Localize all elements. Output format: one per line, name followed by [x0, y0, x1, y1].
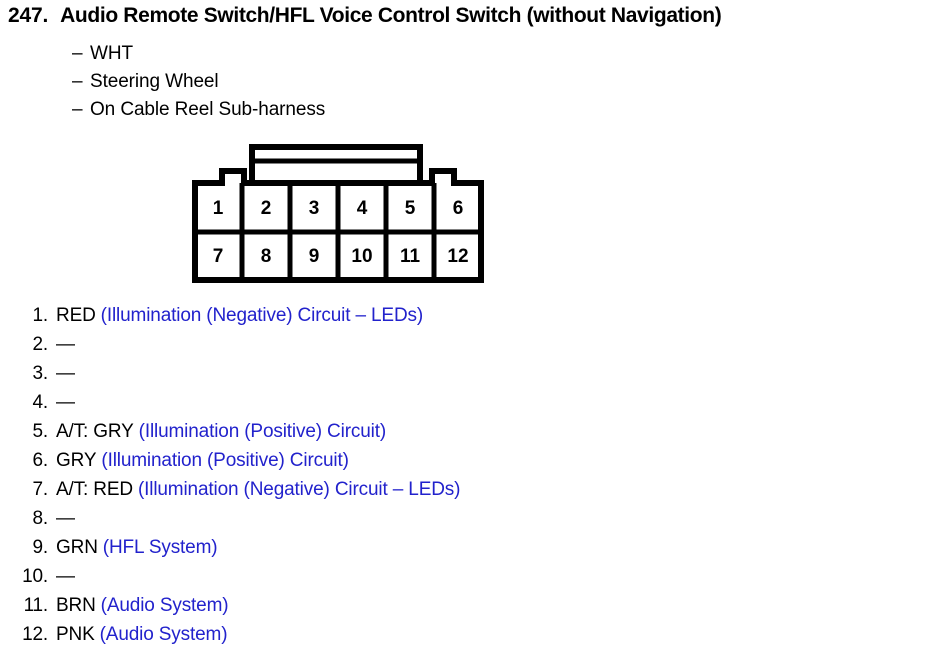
- pin-detail: —: [56, 566, 75, 588]
- connector-svg: 1 2 3 4 5 6 7 8 9 10 11 12: [192, 144, 484, 283]
- pin-index: 5.: [32, 421, 49, 442]
- pin-wire-color: A/T: GRY: [56, 421, 134, 442]
- connector-pin-10: 10: [351, 246, 372, 267]
- pin-detail: GRN(HFL System): [56, 537, 218, 559]
- pin-circuit-description: (Audio System): [100, 595, 229, 616]
- pin-wire-color: —: [56, 334, 75, 355]
- list-item: 6. GRY(Illumination (Positive) Circuit): [0, 450, 934, 479]
- pin-wire-color: —: [56, 392, 75, 413]
- list-item: 10. —: [0, 566, 934, 595]
- pin-index: 6.: [32, 450, 49, 471]
- pin-detail: BRN(Audio System): [56, 595, 229, 617]
- pin-index: 3.: [32, 363, 49, 384]
- connector-pin-8: 8: [261, 246, 272, 267]
- pin-index: 11.: [23, 595, 49, 616]
- connector-diagram: 1 2 3 4 5 6 7 8 9 10 11 12: [192, 144, 484, 284]
- connector-pin-5: 5: [405, 198, 416, 219]
- pin-wire-color: PNK: [56, 624, 95, 645]
- pin-wire-color: GRY: [56, 450, 97, 471]
- pin-index: 1.: [32, 305, 49, 326]
- pin-wire-color: —: [56, 508, 75, 529]
- pin-index: 10.: [22, 566, 48, 587]
- list-item: 11. BRN(Audio System): [0, 595, 934, 624]
- pin-assignment-list: 1. RED(Illumination (Negative) Circuit –…: [0, 305, 934, 653]
- connector-attribute-harness: –On Cable Reel Sub-harness: [72, 96, 672, 124]
- connector-latch-bracket: [249, 144, 423, 186]
- pin-wire-color: —: [56, 363, 75, 384]
- pin-circuit-description: (HFL System): [102, 537, 218, 558]
- list-item: 12. PNK(Audio System): [0, 624, 934, 653]
- page-title-number: 247.: [8, 4, 49, 27]
- connector-attribute-wire-color: –WHT: [72, 40, 672, 68]
- connector-pin-12: 12: [447, 246, 468, 267]
- list-item: 4. —: [0, 392, 934, 421]
- list-dash: –: [72, 71, 83, 92]
- pin-detail: —: [56, 334, 75, 356]
- list-dash: –: [72, 43, 83, 64]
- pin-detail: PNK(Audio System): [56, 624, 228, 646]
- pin-detail: GRY(Illumination (Positive) Circuit): [56, 450, 349, 472]
- page-title: 247. Audio Remote Switch/HFL Voice Contr…: [8, 4, 928, 28]
- pin-detail: RED(Illumination (Negative) Circuit – LE…: [56, 305, 423, 327]
- pin-index: 4.: [32, 392, 49, 413]
- connector-pin-4: 4: [357, 198, 368, 219]
- pin-wire-color: BRN: [56, 595, 96, 616]
- list-item: 9. GRN(HFL System): [0, 537, 934, 566]
- pin-detail: A/T: RED(Illumination (Negative) Circuit…: [56, 479, 460, 501]
- connector-attribute-label: Steering Wheel: [90, 71, 219, 92]
- pin-wire-color: A/T: RED: [56, 479, 133, 500]
- pin-index: 12.: [22, 624, 48, 645]
- pin-wire-color: —: [56, 566, 75, 587]
- list-item: 8. —: [0, 508, 934, 537]
- list-item: 5. A/T: GRY(Illumination (Positive) Circ…: [0, 421, 934, 450]
- pin-circuit-description: (Illumination (Negative) Circuit – LEDs): [100, 305, 424, 326]
- pin-index: 7.: [32, 479, 49, 500]
- pin-detail: —: [56, 363, 75, 385]
- pin-circuit-description: (Illumination (Positive) Circuit): [101, 450, 349, 471]
- pin-detail: —: [56, 392, 75, 414]
- connector-pin-numbers-top-row: 1 2 3 4 5 6: [213, 198, 464, 219]
- pin-detail: —: [56, 508, 75, 530]
- pin-wire-color: GRN: [56, 537, 98, 558]
- connector-attribute-label: WHT: [90, 43, 133, 64]
- pin-index: 9.: [32, 537, 49, 558]
- connector-cell-dividers: [195, 183, 481, 280]
- pin-wire-color: RED: [56, 305, 96, 326]
- connector-pin-1: 1: [213, 198, 224, 219]
- connector-pin-7: 7: [213, 246, 224, 267]
- list-item: 1. RED(Illumination (Negative) Circuit –…: [0, 305, 934, 334]
- connector-pin-numbers-bottom-row: 7 8 9 10 11 12: [213, 246, 469, 267]
- connector-attribute-label: On Cable Reel Sub-harness: [90, 99, 326, 120]
- list-dash: –: [72, 99, 83, 120]
- connector-attribute-location: –Steering Wheel: [72, 68, 672, 96]
- connector-attributes-list: –WHT –Steering Wheel –On Cable Reel Sub-…: [72, 40, 672, 124]
- list-item: 7. A/T: RED(Illumination (Negative) Circ…: [0, 479, 934, 508]
- pin-index: 8.: [32, 508, 49, 529]
- connector-pin-9: 9: [309, 246, 320, 267]
- pin-circuit-description: (Illumination (Positive) Circuit): [138, 421, 387, 442]
- connector-pin-2: 2: [261, 198, 272, 219]
- list-item: 3. —: [0, 363, 934, 392]
- connector-pin-6: 6: [453, 198, 464, 219]
- pin-detail: A/T: GRY(Illumination (Positive) Circuit…: [56, 421, 386, 443]
- connector-pin-3: 3: [309, 198, 320, 219]
- pin-index: 2.: [32, 334, 49, 355]
- pin-circuit-description: (Audio System): [99, 624, 228, 645]
- connector-pin-11: 11: [400, 246, 421, 267]
- page-title-text: Audio Remote Switch/HFL Voice Control Sw…: [60, 4, 722, 27]
- list-item: 2. —: [0, 334, 934, 363]
- pin-circuit-description: (Illumination (Negative) Circuit – LEDs): [137, 479, 461, 500]
